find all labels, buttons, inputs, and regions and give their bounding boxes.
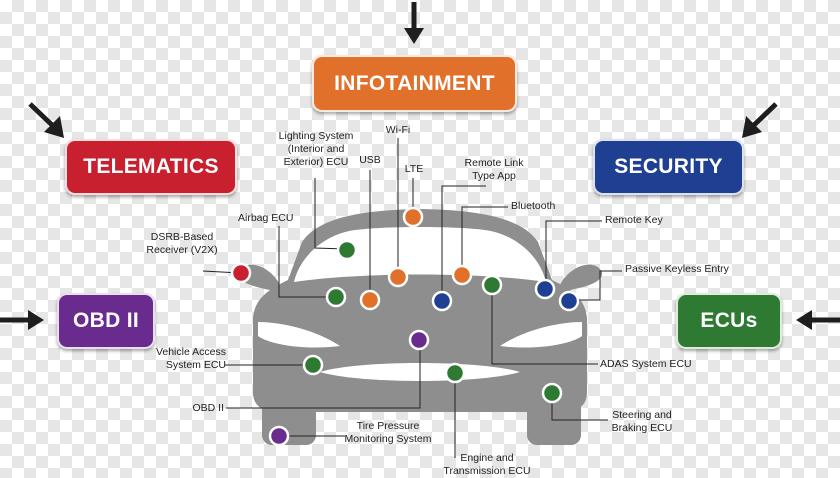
label-bluetooth: Bluetooth: [511, 200, 556, 212]
dot-vehicle-access-ecu: [302, 354, 324, 376]
dot-engine-transmission-ecu: [444, 362, 466, 384]
arrow-obd: [0, 310, 44, 330]
label-remote-link-app: Remote Link Type App: [464, 157, 524, 182]
dot-obd-port: [408, 329, 430, 351]
dot-remote-key: [534, 278, 556, 300]
dot-steering-braking-ecu: [541, 382, 563, 404]
dot-tire-pressure: [268, 425, 290, 447]
car-headlight-right: [500, 322, 582, 348]
car-illustration: [237, 209, 603, 445]
label-passive-keyless-entry: Passive Keyless Entry: [625, 263, 729, 275]
dot-wifi: [387, 266, 409, 288]
category-ecus: ECUs: [676, 293, 782, 349]
label-vehicle-access-ecu: Vehicle Access System ECU: [155, 346, 226, 371]
arrows: [0, 2, 840, 330]
dot-bluetooth: [451, 264, 473, 286]
label-lte: LTE: [404, 163, 424, 175]
category-obd: OBD II: [57, 293, 155, 349]
label-lighting-ecu: Lighting System (Interior and Exterior) …: [278, 130, 354, 168]
label-adas-ecu: ADAS System ECU: [600, 358, 692, 370]
label-steering-braking-ecu: Steering and Braking ECU: [611, 409, 673, 434]
category-infotainment: INFOTAINMENT: [312, 55, 517, 112]
component-dots: [230, 206, 580, 447]
car-headlight-left: [258, 322, 340, 348]
category-security: SECURITY: [593, 139, 744, 195]
arrow-security: [742, 102, 778, 138]
label-remote-key: Remote Key: [605, 214, 663, 226]
label-usb: USB: [359, 154, 381, 166]
dot-remote-link-app: [431, 290, 453, 312]
dot-dsrb-receiver: [230, 262, 252, 284]
car-windshield: [294, 227, 546, 282]
dot-lighting-ecu: [336, 239, 358, 261]
label-airbag-ecu: Airbag ECU: [238, 212, 294, 224]
arrow-infotainment: [404, 2, 424, 44]
label-dsrb-receiver: DSRB-Based Receiver (V2X): [146, 231, 218, 256]
dot-airbag-ecu: [325, 286, 347, 308]
car-mirror-right: [560, 264, 603, 292]
label-obd-port: OBD II: [192, 402, 224, 414]
dot-usb: [359, 289, 381, 311]
dot-lte: [402, 206, 424, 228]
label-tire-pressure: Tire Pressure Monitoring System: [344, 420, 432, 445]
dot-passive-keyless-entry: [558, 290, 580, 312]
arrow-telematics: [28, 102, 64, 138]
arrow-ecus: [796, 310, 840, 330]
category-telematics: TELEMATICS: [65, 139, 237, 195]
dot-adas-ecu: [481, 274, 503, 296]
label-engine-transmission-ecu: Engine and Transmission ECU: [443, 452, 531, 477]
label-wifi: Wi-Fi: [385, 124, 411, 136]
